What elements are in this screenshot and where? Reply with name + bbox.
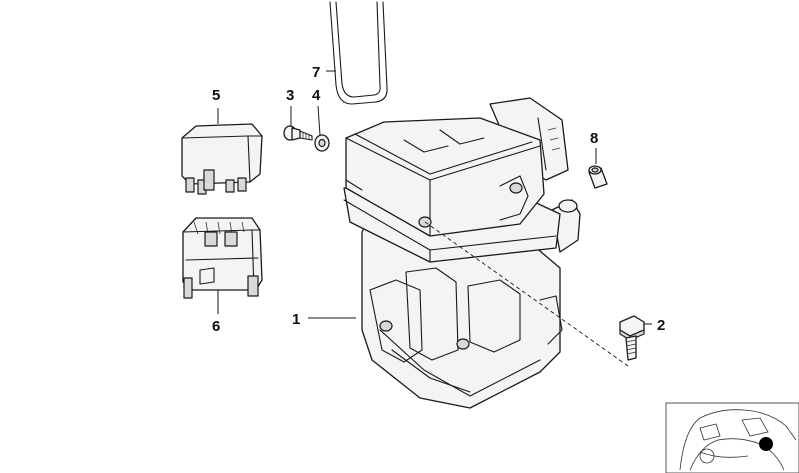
callout-3[interactable]: 3 (286, 87, 294, 104)
callout-4[interactable]: 4 (312, 87, 321, 104)
location-dot-icon (759, 437, 773, 451)
part-5-relay[interactable] (181, 123, 263, 195)
callout-8[interactable]: 8 (590, 130, 598, 147)
leader-lines (217, 70, 652, 325)
callout-1[interactable]: 1 (292, 311, 300, 328)
callout-7[interactable]: 7 (312, 64, 320, 81)
part-7-gasket[interactable] (329, 1, 388, 105)
part-2-bolt[interactable] (619, 315, 645, 361)
callout-5[interactable]: 5 (212, 87, 220, 104)
callout-labels: 1 2 3 4 5 6 7 8 (212, 64, 665, 335)
vehicle-location-thumbnail-icon[interactable] (665, 402, 799, 473)
part-1-hydraulic-unit[interactable] (343, 97, 581, 409)
part-3-screw[interactable] (283, 125, 313, 141)
callout-6[interactable]: 6 (212, 318, 220, 335)
part-8-sleeve[interactable] (588, 165, 608, 189)
part-4-washer[interactable] (314, 134, 330, 152)
part-6-relay-socket[interactable] (182, 217, 263, 299)
callout-2[interactable]: 2 (657, 317, 665, 334)
